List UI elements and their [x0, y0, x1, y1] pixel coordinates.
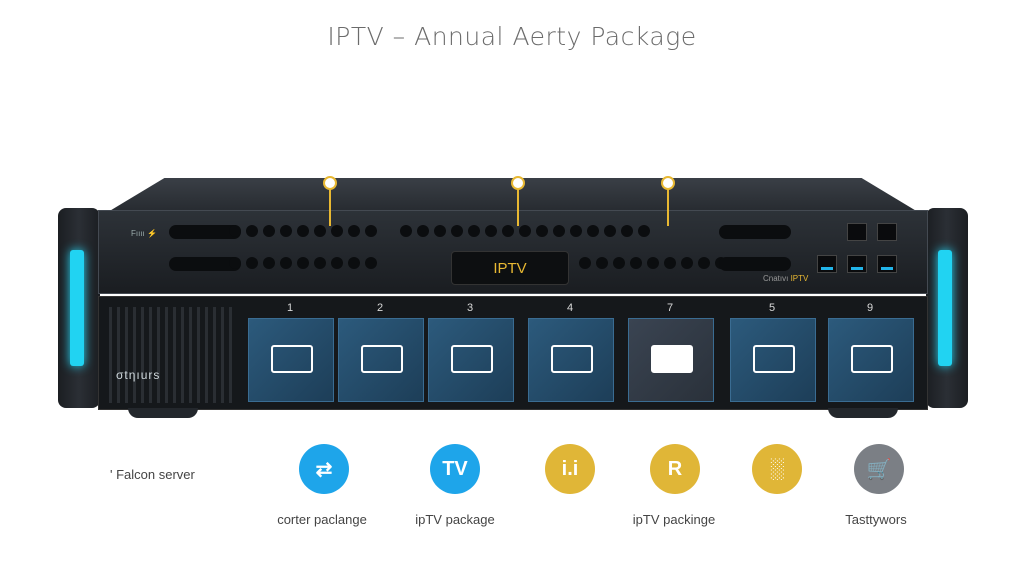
device-upper-panel: Fıııı ⚡ IPTV Cnatıvı IPTV — [98, 210, 928, 294]
device-front-label: σtηıurs — [116, 368, 161, 382]
drive-bay[interactable] — [730, 318, 816, 402]
network-port — [847, 223, 867, 241]
monitor-icon — [451, 345, 493, 373]
bay-number: 3 — [466, 302, 474, 314]
callout-line — [517, 184, 519, 226]
fan-grill — [109, 307, 237, 403]
r-badge-icon[interactable]: R — [650, 444, 700, 494]
info-icon[interactable]: i.i — [545, 444, 595, 494]
vent-slot — [169, 225, 241, 239]
bay-number: 5 — [768, 302, 776, 314]
callout-marker — [323, 176, 337, 190]
monitor-icon — [361, 345, 403, 373]
callout-line — [667, 184, 669, 226]
monitor-icon — [271, 345, 313, 373]
server-device: Fıııı ⚡ IPTV Cnatıvı IPTV σtηıurs — [58, 176, 968, 418]
left-status-light — [70, 250, 84, 366]
left-rack-ear — [58, 208, 100, 408]
legend-label: Tasttywors — [845, 512, 907, 527]
falcon-server-label: ' Falcon server — [110, 467, 195, 482]
vent-holes-row — [229, 225, 650, 237]
network-port — [877, 223, 897, 241]
device-foot — [128, 408, 198, 418]
callout-line — [329, 184, 331, 226]
callout-marker — [661, 176, 675, 190]
right-rack-ear — [926, 208, 968, 408]
vent-slot — [169, 257, 241, 271]
device-foot — [828, 408, 898, 418]
vent-holes-row — [229, 257, 377, 269]
tv-icon[interactable]: TV — [430, 444, 480, 494]
legend-label: ipTV packinge — [632, 512, 716, 527]
swap-icon[interactable]: ⇄ — [299, 444, 349, 494]
cart-icon[interactable]: 🛒 — [854, 444, 904, 494]
legend-label: ipTV package — [415, 512, 495, 527]
drive-bay[interactable] — [528, 318, 614, 402]
page-title: IPTV – Annual Aerty Package — [327, 22, 697, 51]
drive-bay[interactable] — [338, 318, 424, 402]
vent-slot — [719, 225, 791, 239]
bay-number: 4 — [566, 302, 574, 314]
brand-tag-prefix: Cnatıvı — [763, 274, 789, 283]
network-port — [817, 255, 837, 273]
monitor-icon — [753, 345, 795, 373]
bay-number: 1 — [286, 302, 294, 314]
network-port — [877, 255, 897, 273]
drive-bay[interactable] — [828, 318, 914, 402]
calendar-bag-icon[interactable]: ░ — [752, 444, 802, 494]
brand-tag: Cnatıvı IPTV — [763, 274, 808, 283]
callout-marker — [511, 176, 525, 190]
legend-label: corter paclange — [277, 512, 367, 527]
right-status-light — [938, 250, 952, 366]
vent-slot — [719, 257, 791, 271]
monitor-icon — [651, 345, 693, 373]
device-model-label: Fıııı ⚡ — [131, 229, 157, 238]
front-display: IPTV — [451, 251, 569, 285]
drive-bay[interactable] — [628, 318, 714, 402]
bay-number: 2 — [376, 302, 384, 314]
network-port — [847, 255, 867, 273]
bay-number: 9 — [866, 302, 874, 314]
bay-number: 7 — [666, 302, 674, 314]
drive-bay[interactable] — [428, 318, 514, 402]
drive-bay[interactable] — [248, 318, 334, 402]
brand-tag-accent: IPTV — [790, 274, 809, 283]
monitor-icon — [851, 345, 893, 373]
monitor-icon — [551, 345, 593, 373]
